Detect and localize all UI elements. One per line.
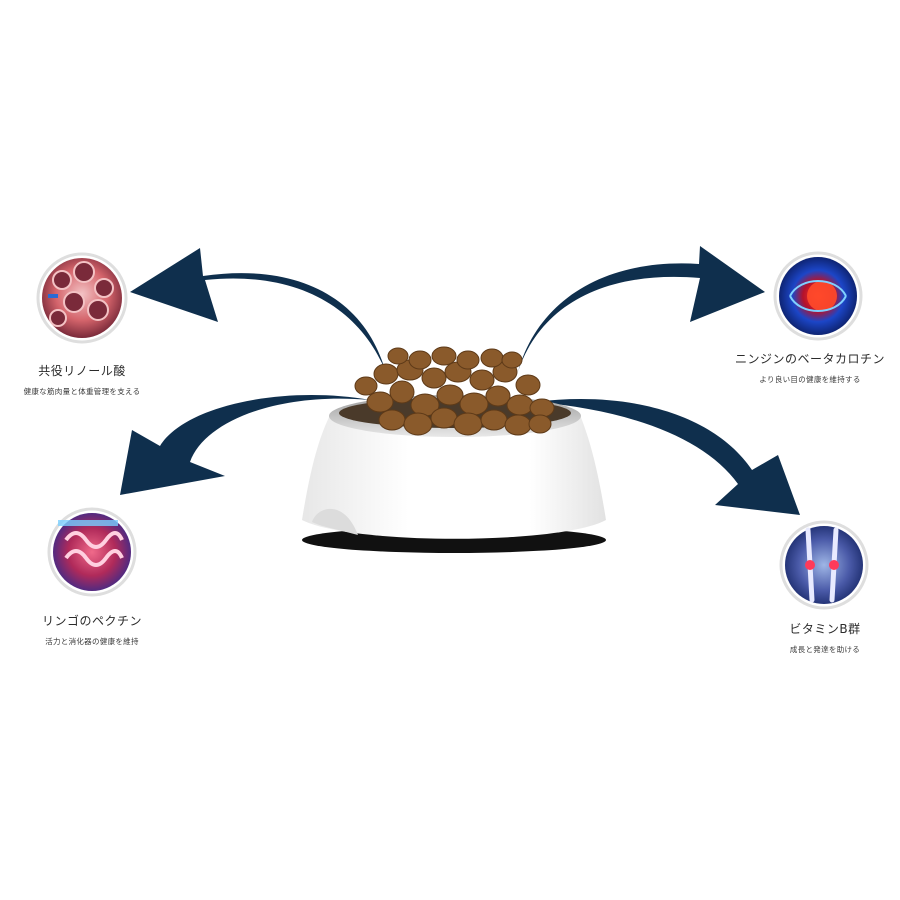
benefit-pectin-title: リンゴのペクチン — [41, 614, 142, 628]
benefit-pectin-sub: 活力と消化器の健康を維持 — [45, 637, 139, 646]
arrow-to-pectin — [120, 395, 370, 495]
benefit-linoleic-sub: 健康な筋肉量と体重管理を支える — [23, 387, 141, 396]
benefit-beta-carotene: ニンジンのベータカロチン より良い目の健康を維持する — [722, 350, 898, 385]
benefit-linoleic: 共役リノール酸 健康な筋肉量と体重管理を支える — [8, 362, 156, 397]
benefit-pectin: リンゴのペクチン 活力と消化器の健康を維持 — [18, 612, 166, 647]
benefit-beta-carotene-sub: より良い目の健康を維持する — [759, 375, 861, 384]
eye-icon — [773, 251, 863, 341]
benefit-vitamin-b: ビタミンB群 成長と発達を助ける — [760, 620, 890, 655]
kibble-pile — [354, 346, 555, 436]
arrow-to-beta-carotene — [518, 246, 765, 372]
benefit-vitamin-b-sub: 成長と発達を助ける — [789, 645, 861, 654]
muscle-fiber-icon — [36, 252, 128, 344]
benefit-beta-carotene-title: ニンジンのベータカロチン — [734, 352, 885, 366]
arrow-to-linoleic — [130, 248, 385, 370]
benefit-vitamin-b-title: ビタミンB群 — [789, 622, 861, 636]
benefit-linoleic-title: 共役リノール酸 — [38, 364, 126, 378]
leg-bones-icon — [779, 520, 869, 610]
arrow-to-vitamin-b — [535, 399, 800, 515]
intestine-icon — [47, 507, 137, 597]
